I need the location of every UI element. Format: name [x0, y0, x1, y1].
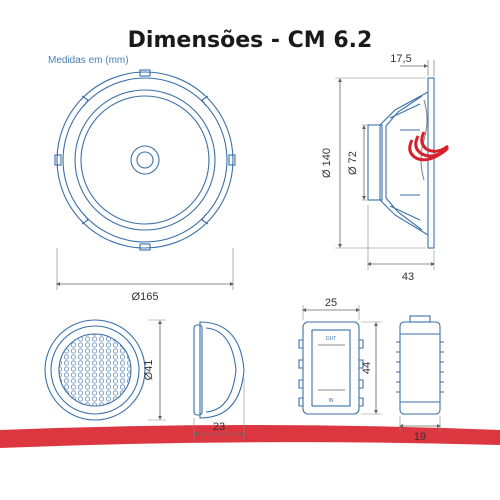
crossover-height-label: 44 — [361, 362, 373, 374]
woofer-side-dimensions — [335, 60, 435, 270]
tweeter-depth-dimension — [193, 378, 245, 440]
brand-swoosh — [0, 425, 500, 448]
woofer-outer-label: Ø 140 — [321, 148, 333, 178]
page-title: Dimensões - CM 6.2 — [127, 28, 373, 53]
crossover-out-label: OUT — [326, 336, 337, 342]
woofer-depth-label: 43 — [402, 271, 414, 283]
tweeter-side-view — [193, 321, 245, 419]
terminal-accent — [408, 131, 449, 162]
crossover-top-dimensions — [302, 305, 382, 415]
crossover-width-label: 25 — [325, 297, 337, 309]
crossover-side-dimension — [399, 416, 441, 432]
crossover-top-view — [298, 321, 364, 415]
woofer-diameter-dimension — [56, 248, 234, 290]
woofer-diameter-label: Ø165 — [132, 291, 159, 303]
woofer-flange-label: 17,5 — [390, 53, 411, 65]
units-note: Medidas em (mm) — [48, 55, 129, 66]
crossover-depth-label: 19 — [414, 431, 426, 443]
tweeter-front-view — [44, 319, 146, 421]
tweeter-diameter-label: Ø41 — [143, 360, 155, 381]
woofer-front-view — [54, 69, 236, 251]
crossover-side-view — [396, 315, 444, 415]
woofer-inner-label: Ø 72 — [347, 151, 359, 175]
tweeter-depth-label: 23 — [213, 421, 225, 433]
tweeter-diameter-dimension — [148, 319, 166, 421]
woofer-side-view — [367, 77, 435, 249]
crossover-in-label: IN — [329, 398, 334, 404]
